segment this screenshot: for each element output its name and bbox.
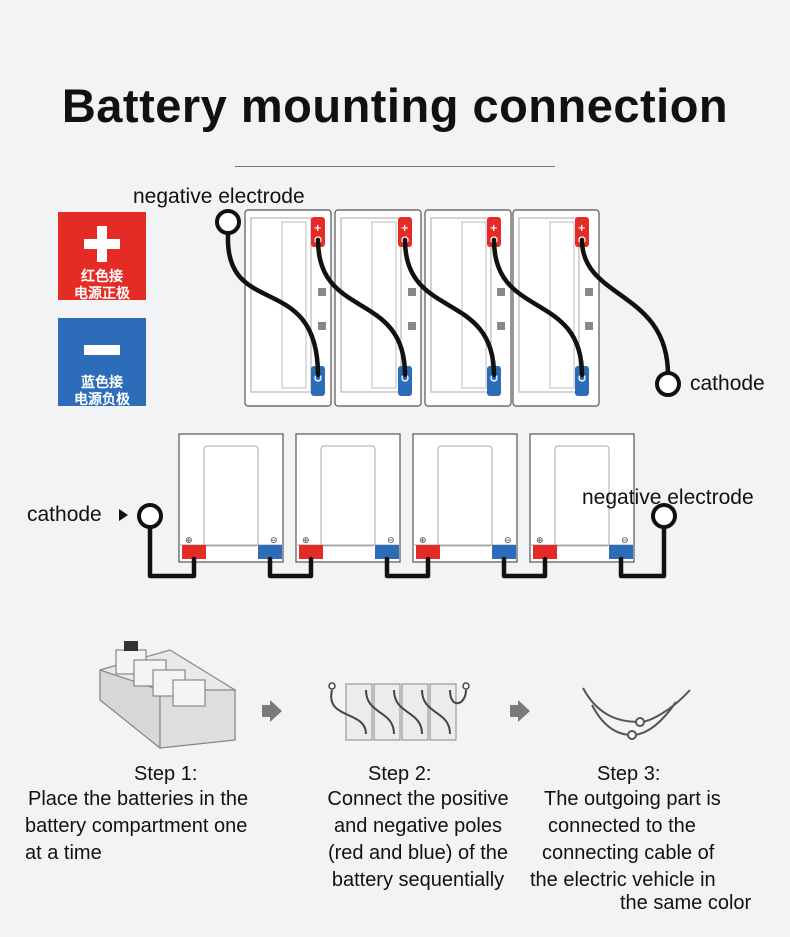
step2-illustration (328, 682, 470, 741)
top-battery-3 (424, 209, 512, 407)
step2-text: Connect the positive and negative poles … (298, 786, 538, 894)
top-negative-ring (215, 209, 241, 235)
bottom-cables (147, 525, 667, 579)
legend-negative: 蓝色接 电源负极 (58, 318, 146, 407)
step1-line: Place the batteries in the (28, 788, 249, 810)
svg-text:⊖: ⊖ (270, 536, 278, 546)
svg-text:⊕: ⊕ (419, 536, 427, 546)
step2-line: Connect the positive (327, 788, 509, 810)
top-battery-2 (334, 209, 422, 407)
bottom-cathode-ring (137, 503, 163, 529)
bottom-battery-4 (529, 433, 635, 563)
bottom-terminal-marks: ⊕ ⊖ ⊕ ⊖ ⊕ ⊖ ⊕ ⊖ (185, 536, 629, 546)
title-divider (235, 166, 555, 167)
svg-text:+: + (490, 223, 498, 234)
svg-text:⊖: ⊖ (387, 536, 395, 546)
minus-icon (84, 345, 120, 355)
step2-line: battery sequentially (331, 869, 505, 891)
legend-positive-line1: 红色接 (81, 268, 123, 284)
bottom-battery-2 (295, 433, 401, 563)
step3-illustration (582, 687, 691, 740)
legend-positive-line2: 电源正极 (74, 285, 130, 301)
negative-terminal (609, 545, 633, 559)
top-cathode-label: cathode (690, 372, 765, 395)
pointer-icon (119, 509, 128, 521)
step1-heading: Step 1: (134, 763, 198, 785)
step-arrow-1 (262, 700, 282, 722)
negative-terminal (492, 545, 516, 559)
step3-text: The outgoing part is connected to the co… (528, 786, 786, 917)
step3-line: connecting cable of (542, 842, 715, 864)
svg-text:⊕: ⊕ (536, 536, 544, 546)
bottom-cathode-label: cathode (27, 503, 102, 526)
positive-terminal (533, 545, 557, 559)
top-battery-4 (512, 209, 600, 407)
step3-heading: Step 3: (597, 763, 661, 785)
svg-text:⊖: ⊖ (621, 536, 629, 546)
step1-illustration (99, 641, 236, 750)
legend-negative-line1: 蓝色接 (81, 374, 123, 390)
top-cables (225, 232, 671, 378)
step3-line: connected to the (548, 815, 696, 837)
step3-line: the same color (620, 892, 752, 914)
positive-terminal (182, 545, 206, 559)
step2-heading: Step 2: (368, 763, 432, 785)
positive-terminal (416, 545, 440, 559)
positive-terminal (299, 545, 323, 559)
svg-text:⊖: ⊖ (504, 536, 512, 546)
svg-text:+: + (314, 223, 322, 234)
top-cathode-ring (655, 371, 681, 397)
negative-terminal (258, 545, 282, 559)
step1-line: at a time (25, 842, 102, 864)
bottom-negative-ring (651, 503, 677, 529)
legend-negative-line2: 电源负极 (74, 391, 130, 407)
terminal-symbols: + + + + (314, 223, 586, 382)
bottom-negative-label: negative electrode (582, 486, 754, 509)
svg-text:+: + (578, 223, 586, 234)
step1-line: battery compartment one (25, 815, 248, 837)
svg-text:⊕: ⊕ (185, 536, 193, 546)
step2-line: (red and blue) of the (327, 842, 509, 864)
page-title: Battery mounting connection (61, 79, 729, 132)
bottom-battery-1 (178, 433, 284, 563)
svg-text:+: + (401, 223, 409, 234)
step1-text: Place the batteries in the battery compa… (25, 786, 248, 867)
step3-line: The outgoing part is (544, 788, 721, 810)
step3-line: the electric vehicle in (530, 869, 716, 891)
bottom-battery-3 (412, 433, 518, 563)
negative-terminal (375, 545, 399, 559)
svg-text:⊕: ⊕ (302, 536, 310, 546)
step-arrow-2 (510, 700, 530, 722)
legend-positive: 红色接 电源正极 (58, 212, 146, 301)
step2-line: and negative poles (334, 815, 502, 837)
plus-icon (84, 226, 120, 262)
top-negative-label: negative electrode (133, 185, 305, 208)
